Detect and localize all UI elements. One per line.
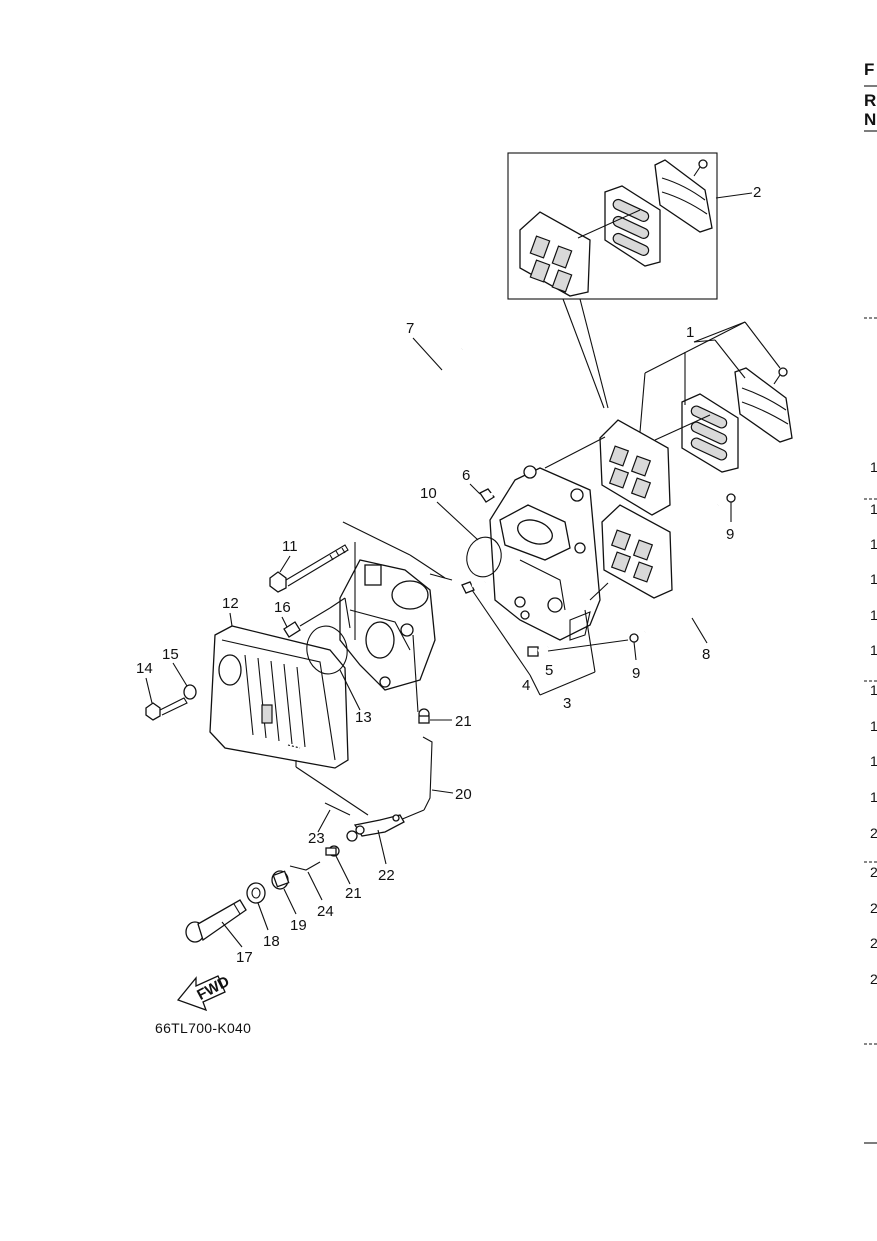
edge-row-9: 1 xyxy=(870,753,877,769)
edge-row-11: 2 xyxy=(870,825,877,841)
part-label-22: 22 xyxy=(378,867,395,884)
edge-row-8: 1 xyxy=(870,718,877,734)
part-label-23: 23 xyxy=(308,830,325,847)
inset-reed-stopper xyxy=(654,159,713,233)
edge-row-15: 2 xyxy=(870,971,877,987)
bolt-5 xyxy=(527,645,549,657)
part-label-1: 1 xyxy=(686,324,694,341)
edge-row-2: 1 xyxy=(870,501,877,517)
edge-header-3: N xyxy=(864,110,876,129)
part-label-15: 15 xyxy=(162,646,179,663)
bolt-4 xyxy=(461,580,486,594)
carburetor xyxy=(339,542,436,713)
edge-row-14: 2 xyxy=(870,935,877,951)
edge-header-1: F xyxy=(864,60,874,79)
part-labels: 2 1 7 6 10 9 11 12 16 15 14 13 21 20 23 … xyxy=(136,184,761,966)
fwd-arrow-icon: FWD xyxy=(176,973,233,1012)
hose-8 xyxy=(316,346,465,579)
nut-19 xyxy=(271,870,290,890)
rod-23 xyxy=(324,802,351,816)
edge-row-12: 2 xyxy=(870,864,877,880)
knob-17 xyxy=(185,899,247,943)
assembly-leaders xyxy=(295,597,369,816)
part-label-6: 6 xyxy=(462,467,470,484)
clip-9-upper xyxy=(726,493,736,522)
inset-detail-box xyxy=(507,152,718,300)
inset-reed-plate xyxy=(519,211,591,297)
part-label-19: 19 xyxy=(290,917,307,934)
part-label-4: 4 xyxy=(522,677,530,694)
parts-3-4-5-leaders xyxy=(429,573,629,696)
edge-header-2: R xyxy=(864,91,876,110)
reed-valve-assembly xyxy=(599,367,793,599)
edge-row-6: 1 xyxy=(870,642,877,658)
part-label-12: 12 xyxy=(222,595,239,612)
part-label-9-lower: 9 xyxy=(632,665,640,682)
edge-row-4: 1 xyxy=(870,571,877,587)
bolt-14 xyxy=(145,697,188,721)
part-label-16: 16 xyxy=(274,599,291,616)
clip-9-lower xyxy=(629,633,639,661)
lever-22 xyxy=(346,814,405,842)
bolt-11 xyxy=(269,544,349,593)
part-label-17: 17 xyxy=(236,949,253,966)
part-label-3: 3 xyxy=(563,695,571,712)
edge-row-13: 2 xyxy=(870,900,877,916)
part-label-7: 8 xyxy=(702,646,710,663)
part-1-leaders xyxy=(639,321,781,433)
clip-21-lower xyxy=(325,845,340,857)
bolt-6 xyxy=(479,486,509,503)
edge-row-3: 1 xyxy=(870,536,877,552)
part-label-5: 5 xyxy=(545,662,553,679)
part-label-21-lower: 21 xyxy=(345,885,362,902)
part-label-14: 14 xyxy=(136,660,153,677)
right-edge-column: F R N 1 1 1 1 1 1 1 1 1 1 2 2 2 2 2 xyxy=(864,60,877,1144)
silencer-12 xyxy=(209,625,349,769)
inset-reed-petals xyxy=(604,185,661,267)
hose-7 xyxy=(643,501,720,636)
grommet-18 xyxy=(246,882,266,904)
edge-row-1: 1 xyxy=(870,459,877,475)
part-label-24: 24 xyxy=(317,903,334,920)
edge-row-10: 1 xyxy=(870,789,877,805)
o-ring-10 xyxy=(466,536,502,578)
intake-manifold xyxy=(489,465,601,641)
washer-15 xyxy=(183,684,197,700)
part-label-11: 11 xyxy=(282,538,298,555)
part-label-18: 18 xyxy=(263,933,280,950)
pin-16 xyxy=(283,607,331,638)
part-label-2: 2 xyxy=(753,184,761,201)
part-label-8: 7 xyxy=(406,320,414,337)
edge-row-7: 1 xyxy=(870,682,877,698)
rod-20 xyxy=(399,736,433,821)
part-label-13: 13 xyxy=(355,709,372,726)
part-label-10: 10 xyxy=(420,485,437,502)
diagram-code-caption: 66TL700-K040 xyxy=(155,1020,251,1036)
clip-21-upper xyxy=(418,708,430,724)
part-label-21-upper: 21 xyxy=(455,713,472,730)
part-label-9-upper: 9 xyxy=(726,526,734,543)
o-ring-13 xyxy=(306,625,348,675)
link-24 xyxy=(289,861,321,871)
part-label-20: 20 xyxy=(455,786,472,803)
edge-row-5: 1 xyxy=(870,607,877,623)
